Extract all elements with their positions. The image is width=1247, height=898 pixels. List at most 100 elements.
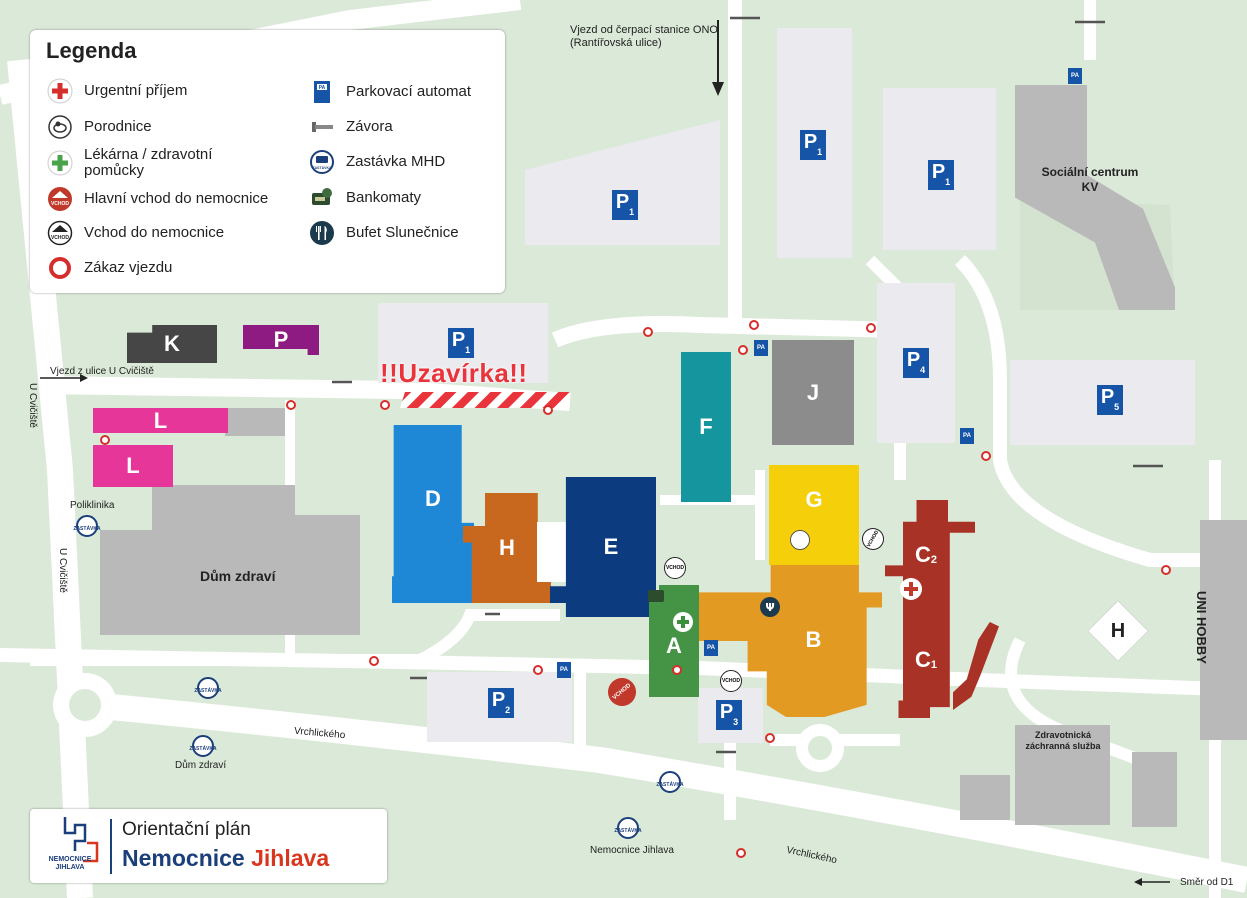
pharmacy-cross-icon	[46, 149, 74, 177]
logo-hospital-name: Nemocnice Jihlava	[122, 845, 330, 871]
no-entry-icon	[369, 656, 379, 666]
bus-stop-icon: ZASTÁVKA	[189, 735, 217, 757]
building-j[interactable]: J	[772, 340, 854, 445]
nemocnice-stop-label: Nemocnice Jihlava	[590, 845, 674, 856]
dum-zdravi-stop-label: Dům zdraví	[175, 760, 227, 771]
small-building-1	[960, 775, 1010, 820]
atm-icon	[308, 184, 336, 212]
building-g[interactable]: G	[769, 465, 859, 565]
no-entry-icon	[981, 451, 991, 461]
legend-item-parking-machine: PA Parkovací automat	[308, 78, 471, 106]
legend-item-barrier: Závora	[308, 113, 393, 141]
parking-machine-icon: PA	[308, 78, 336, 106]
barrier-icons	[332, 16, 1163, 754]
rescue-service-building	[1015, 725, 1110, 825]
parking-machine-icon: PA	[1068, 68, 1082, 84]
legend-item-atm: Bankomaty	[308, 184, 421, 212]
legend-title: Legenda	[46, 38, 137, 63]
no-entry-icon	[380, 400, 390, 410]
poliklinika-label: Poliklinika	[70, 500, 115, 511]
dum-zdravi-building-label: Dům zdraví	[200, 568, 276, 584]
building-d[interactable]: D	[392, 425, 474, 603]
legend-item-main-entrance: VCHOD Hlavní vchod do nemocnice	[46, 185, 268, 213]
cross-emergency-icon	[46, 77, 74, 105]
svg-text:VCHOD: VCHOD	[51, 235, 69, 241]
bus-stop-icon: ZASTÁVKA	[656, 771, 684, 793]
no-entry-icon	[643, 327, 653, 337]
building-l-lower[interactable]: L	[93, 445, 173, 487]
bus-stop-icon: ZASTÁVKA	[308, 148, 336, 176]
atm-icon	[648, 590, 664, 602]
pharmacy-cross-icon	[673, 612, 693, 632]
maternity-baby-icon	[790, 530, 810, 550]
legend-item-emergency: Urgentní příjem	[46, 77, 187, 105]
building-l-upper[interactable]: L	[93, 408, 228, 433]
legend-item-no-entry: Zákaz vjezdu	[46, 254, 172, 282]
bus-stop-icon: ZASTÁVKA	[614, 817, 642, 839]
parking-machine-icon: PA	[754, 340, 768, 356]
outbuilding-gray	[225, 408, 285, 436]
uni-hobby-label: UNI HOBBY	[1193, 591, 1209, 664]
from-d1-label: Směr od D1	[1180, 877, 1234, 888]
entrance-icon-e: VCHOD	[664, 557, 686, 579]
building-f[interactable]: F	[681, 352, 731, 502]
parking-machine-icon: PA	[557, 662, 571, 678]
rescue-service-label: Zdravotnická záchranná služba	[1025, 730, 1101, 751]
parking-machine-icon: PA	[960, 428, 974, 444]
logo-divider	[110, 819, 112, 874]
main-entrance-icon: VCHOD	[46, 185, 74, 213]
building-a[interactable]: A	[649, 585, 699, 697]
no-entry-icon	[672, 665, 682, 675]
svg-text:VCHOD: VCHOD	[51, 201, 69, 207]
no-entry-icon	[533, 665, 543, 675]
no-entry-icon	[866, 323, 876, 333]
no-entry-icon	[736, 848, 746, 858]
no-entry-icon	[765, 733, 775, 743]
ono-entry-label: Vjezd od čerpací stanice ONO (Rantířovsk…	[570, 24, 718, 49]
no-entry-icon	[738, 345, 748, 355]
link-corridor	[537, 522, 567, 582]
cafeteria-cutlery-icon: Ψ	[760, 597, 780, 617]
building-e[interactable]: E	[550, 477, 656, 617]
entrance-icon: VCHOD	[46, 219, 74, 247]
legend-panel: Legenda Urgentní příjem Porodnice Lékárn…	[30, 30, 505, 293]
legend-item-maternity: Porodnice	[46, 113, 152, 141]
svg-text:NEMOCNICE: NEMOCNICE	[49, 856, 92, 863]
bus-stop-icon: ZASTÁVKA	[194, 677, 222, 699]
no-entry-icon	[543, 405, 553, 415]
legend-item-pharmacy: Lékárna / zdravotní pomůcky	[46, 147, 224, 179]
helipad-label: H	[1110, 619, 1126, 642]
no-entry-icon	[749, 320, 759, 330]
svg-text:PA: PA	[319, 85, 326, 91]
emergency-cross-icon	[900, 578, 922, 600]
no-entry-icon	[100, 435, 110, 445]
hospital-logo-panel: NEMOCNICE JIHLAVA Orientační plán Nemocn…	[30, 809, 387, 883]
svg-text:ZASTÁVKA: ZASTÁVKA	[312, 165, 332, 170]
logo-title: Orientační plán	[122, 819, 251, 840]
barrier-icon	[308, 113, 336, 141]
no-entry-icon	[46, 254, 74, 282]
entry-u-cviciste-label: Vjezd z ulice U Cvičiště	[50, 366, 154, 377]
baby-icon	[46, 113, 74, 141]
closure-barrier	[400, 392, 570, 408]
social-center-label: Sociální centrum KV	[1041, 165, 1139, 194]
no-entry-icon	[286, 400, 296, 410]
entrance-icon-p3: VCHOD	[720, 670, 742, 692]
parking-machine-icon: PA	[704, 640, 718, 656]
closure-label: !!Uzavírka!!	[380, 358, 528, 388]
svg-text:JIHLAVA: JIHLAVA	[56, 864, 85, 871]
bus-stop-icon: ZASTÁVKA	[73, 515, 101, 537]
hospital-logo-mark: NEMOCNICE JIHLAVA	[49, 817, 99, 871]
